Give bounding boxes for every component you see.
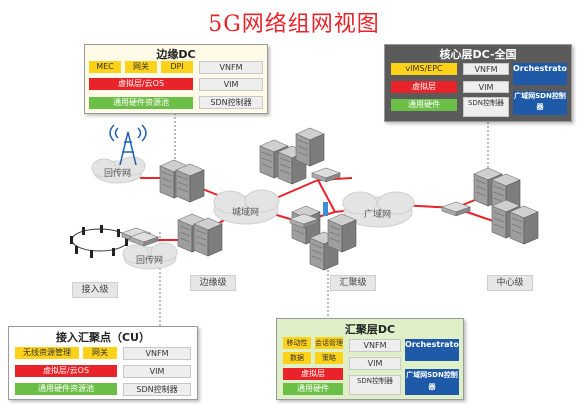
backhaul-cloud-top bbox=[91, 156, 146, 184]
core-server-group bbox=[441, 167, 539, 245]
cloud-label-backhaul-top: 回传网 bbox=[104, 169, 132, 179]
chip-agg-vnfm: VNFM bbox=[349, 339, 401, 352]
chip-core-orchestrator: Orchestrator bbox=[513, 63, 567, 85]
zone-center: 中心级 bbox=[487, 275, 533, 291]
chip-core-hardware: 通用硬件 bbox=[391, 99, 457, 111]
chip-mec: MEC bbox=[89, 61, 121, 73]
edge-dc-panel: 边缘DC MEC 网关 DPI VNFM 虚拟层/云OS VIM 通用硬件资源池… bbox=[84, 44, 268, 114]
radio-node-icons bbox=[70, 225, 128, 258]
chip-ims-epc: vIMS/EPC bbox=[391, 63, 457, 75]
zone-aggregation: 汇聚级 bbox=[330, 275, 376, 291]
chip-gateway: 网关 bbox=[125, 61, 157, 73]
wan-router-icon bbox=[323, 202, 328, 216]
edge-dc-title: 边缘DC bbox=[156, 48, 196, 61]
cloud-label-metro: 城域网 bbox=[232, 208, 260, 218]
chip-virtual-layer: 虚拟层/云OS bbox=[89, 78, 193, 90]
chip-access-gateway: 网关 bbox=[83, 347, 117, 359]
page-title: 5G网络组网视图 bbox=[208, 12, 380, 37]
chip-core-virtual-layer: 虚拟层 bbox=[391, 81, 457, 93]
chip-mobility: 移动性 bbox=[283, 337, 311, 349]
agg-dc-title: 汇聚层DC bbox=[344, 323, 396, 336]
chip-radio-resource-mgmt: 无线资源管理 bbox=[15, 347, 79, 359]
backhaul-cloud-bottom bbox=[122, 242, 178, 270]
chip-core-vim: VIM bbox=[463, 81, 509, 93]
chip-access-hardware-pool: 通用硬件资源池 bbox=[15, 383, 117, 395]
chip-agg-wan-sdn-controller: 广域网SDN控制器 bbox=[405, 369, 459, 395]
zone-access: 接入级 bbox=[72, 282, 118, 298]
antenna-tower-icon bbox=[109, 124, 147, 166]
agg-dc-panel: 汇聚层DC 移动性 会话管理 数据 策略 VNFM Orchestrator 虚… bbox=[276, 318, 464, 400]
chip-session-mgmt: 会话管理 bbox=[315, 337, 343, 349]
chip-agg-sdn-controller: SDN控制器 bbox=[349, 375, 401, 395]
chip-hardware-pool: 通用硬件资源池 bbox=[89, 97, 193, 109]
zone-edge: 边缘级 bbox=[190, 275, 236, 291]
chip-vim: VIM bbox=[199, 78, 263, 91]
chip-agg-hardware: 通用硬件 bbox=[283, 383, 343, 395]
chip-vnfm: VNFM bbox=[199, 61, 263, 74]
chip-sdn-controller: SDN控制器 bbox=[199, 96, 263, 109]
edge-server-group-bottom bbox=[177, 213, 223, 257]
cloud-label-wan: 广域网 bbox=[364, 210, 392, 220]
chip-access-vim: VIM bbox=[123, 365, 191, 378]
chip-dpi: DPI bbox=[161, 61, 193, 73]
core-dc-panel: 核心层DC-全国 vIMS/EPC VNFM Orchestrator 虚拟层 … bbox=[384, 44, 572, 122]
agg-server-group-top bbox=[259, 127, 341, 185]
chip-access-virtual-layer: 虚拟层/云OS bbox=[15, 365, 117, 377]
cloud-label-backhaul-bottom: 回传网 bbox=[136, 256, 164, 266]
chip-agg-vim: VIM bbox=[349, 357, 401, 370]
chip-core-sdn-controller: SDN控制器 bbox=[463, 97, 509, 117]
chip-core-wan-sdn-controller: 广域网SDN控制器 bbox=[513, 91, 567, 115]
wan-cloud bbox=[342, 191, 415, 228]
core-dc-title: 核心层DC-全国 bbox=[439, 48, 517, 61]
chip-agg-orchestrator: Orchestrator bbox=[405, 339, 459, 361]
chip-access-sdn-controller: SDN控制器 bbox=[123, 383, 191, 396]
access-dc-panel: 接入汇聚点（CU） 无线资源管理 网关 VNFM 虚拟层/云OS VIM 通用硬… bbox=[8, 326, 198, 400]
chip-policy: 策略 bbox=[315, 352, 343, 364]
chip-data: 数据 bbox=[283, 352, 311, 364]
access-dc-title: 接入汇聚点（CU） bbox=[55, 331, 150, 344]
chip-agg-virtual-layer: 虚拟层 bbox=[283, 368, 343, 380]
chip-core-vnfm: VNFM bbox=[463, 63, 509, 75]
edge-server-group-top bbox=[159, 159, 205, 203]
metro-cloud bbox=[213, 189, 280, 225]
chip-access-vnfm: VNFM bbox=[123, 347, 191, 360]
